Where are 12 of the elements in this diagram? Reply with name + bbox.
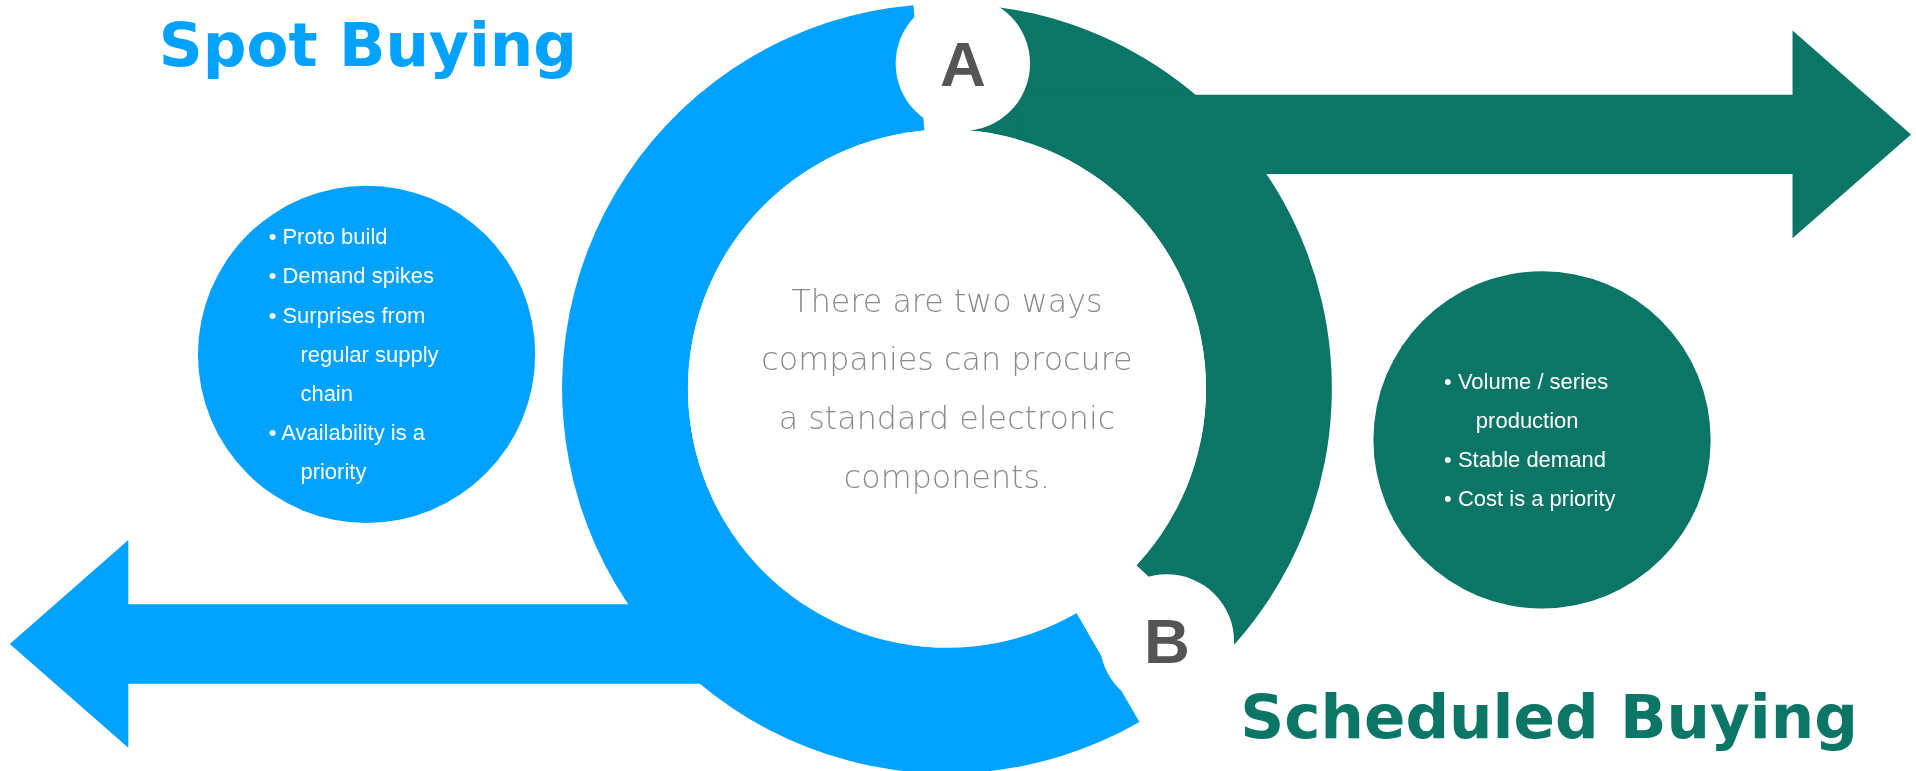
bullet-text: • Volume / series production xyxy=(1444,368,1610,435)
heading: Scheduled Buying xyxy=(1240,681,1859,753)
heading: Spot Buying xyxy=(158,9,578,81)
letter-label: A xyxy=(939,27,986,101)
description-text: There are two ways companies can procure a standard electronic components. xyxy=(760,281,1134,497)
letter-label: B xyxy=(1143,605,1190,679)
bullet-text: • Proto build xyxy=(268,223,389,252)
bullet-text: • Availability is a priority xyxy=(268,419,427,486)
bullet-text: • Demand spikes xyxy=(268,262,436,291)
bullet-text: • Surprises from regular supply chain xyxy=(268,302,440,408)
bullet-text: • Cost is a priority xyxy=(1444,485,1617,513)
bullet-text: • Stable demand xyxy=(1444,446,1607,474)
